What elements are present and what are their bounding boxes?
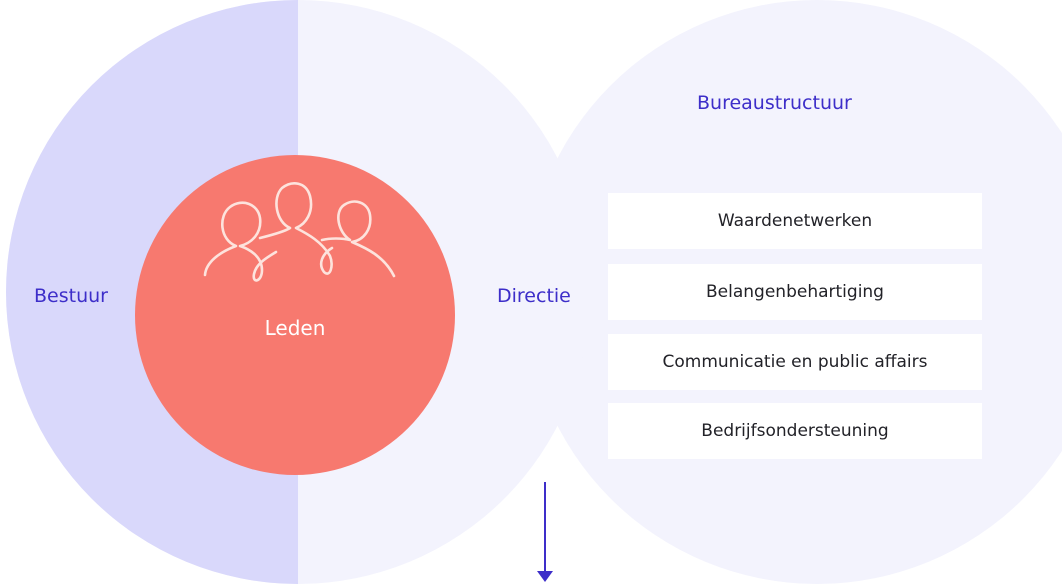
leden-circle bbox=[135, 155, 455, 475]
dept-belangenbehartiging: Belangenbehartiging bbox=[608, 264, 982, 320]
dept-communicatie-public-affairs: Communicatie en public affairs bbox=[608, 334, 982, 390]
bestuur-label: Bestuur bbox=[34, 285, 108, 307]
dept-waardenetwerken: Waardenetwerken bbox=[608, 193, 982, 249]
people-group-icon bbox=[203, 182, 396, 282]
dept-bedrijfsondersteuning: Bedrijfsondersteuning bbox=[608, 403, 982, 459]
leden-label: Leden bbox=[264, 316, 326, 340]
arrow-down-icon bbox=[537, 482, 553, 582]
bureaustructuur-label: Bureaustructuur bbox=[697, 92, 852, 114]
directie-label: Directie bbox=[497, 285, 571, 307]
